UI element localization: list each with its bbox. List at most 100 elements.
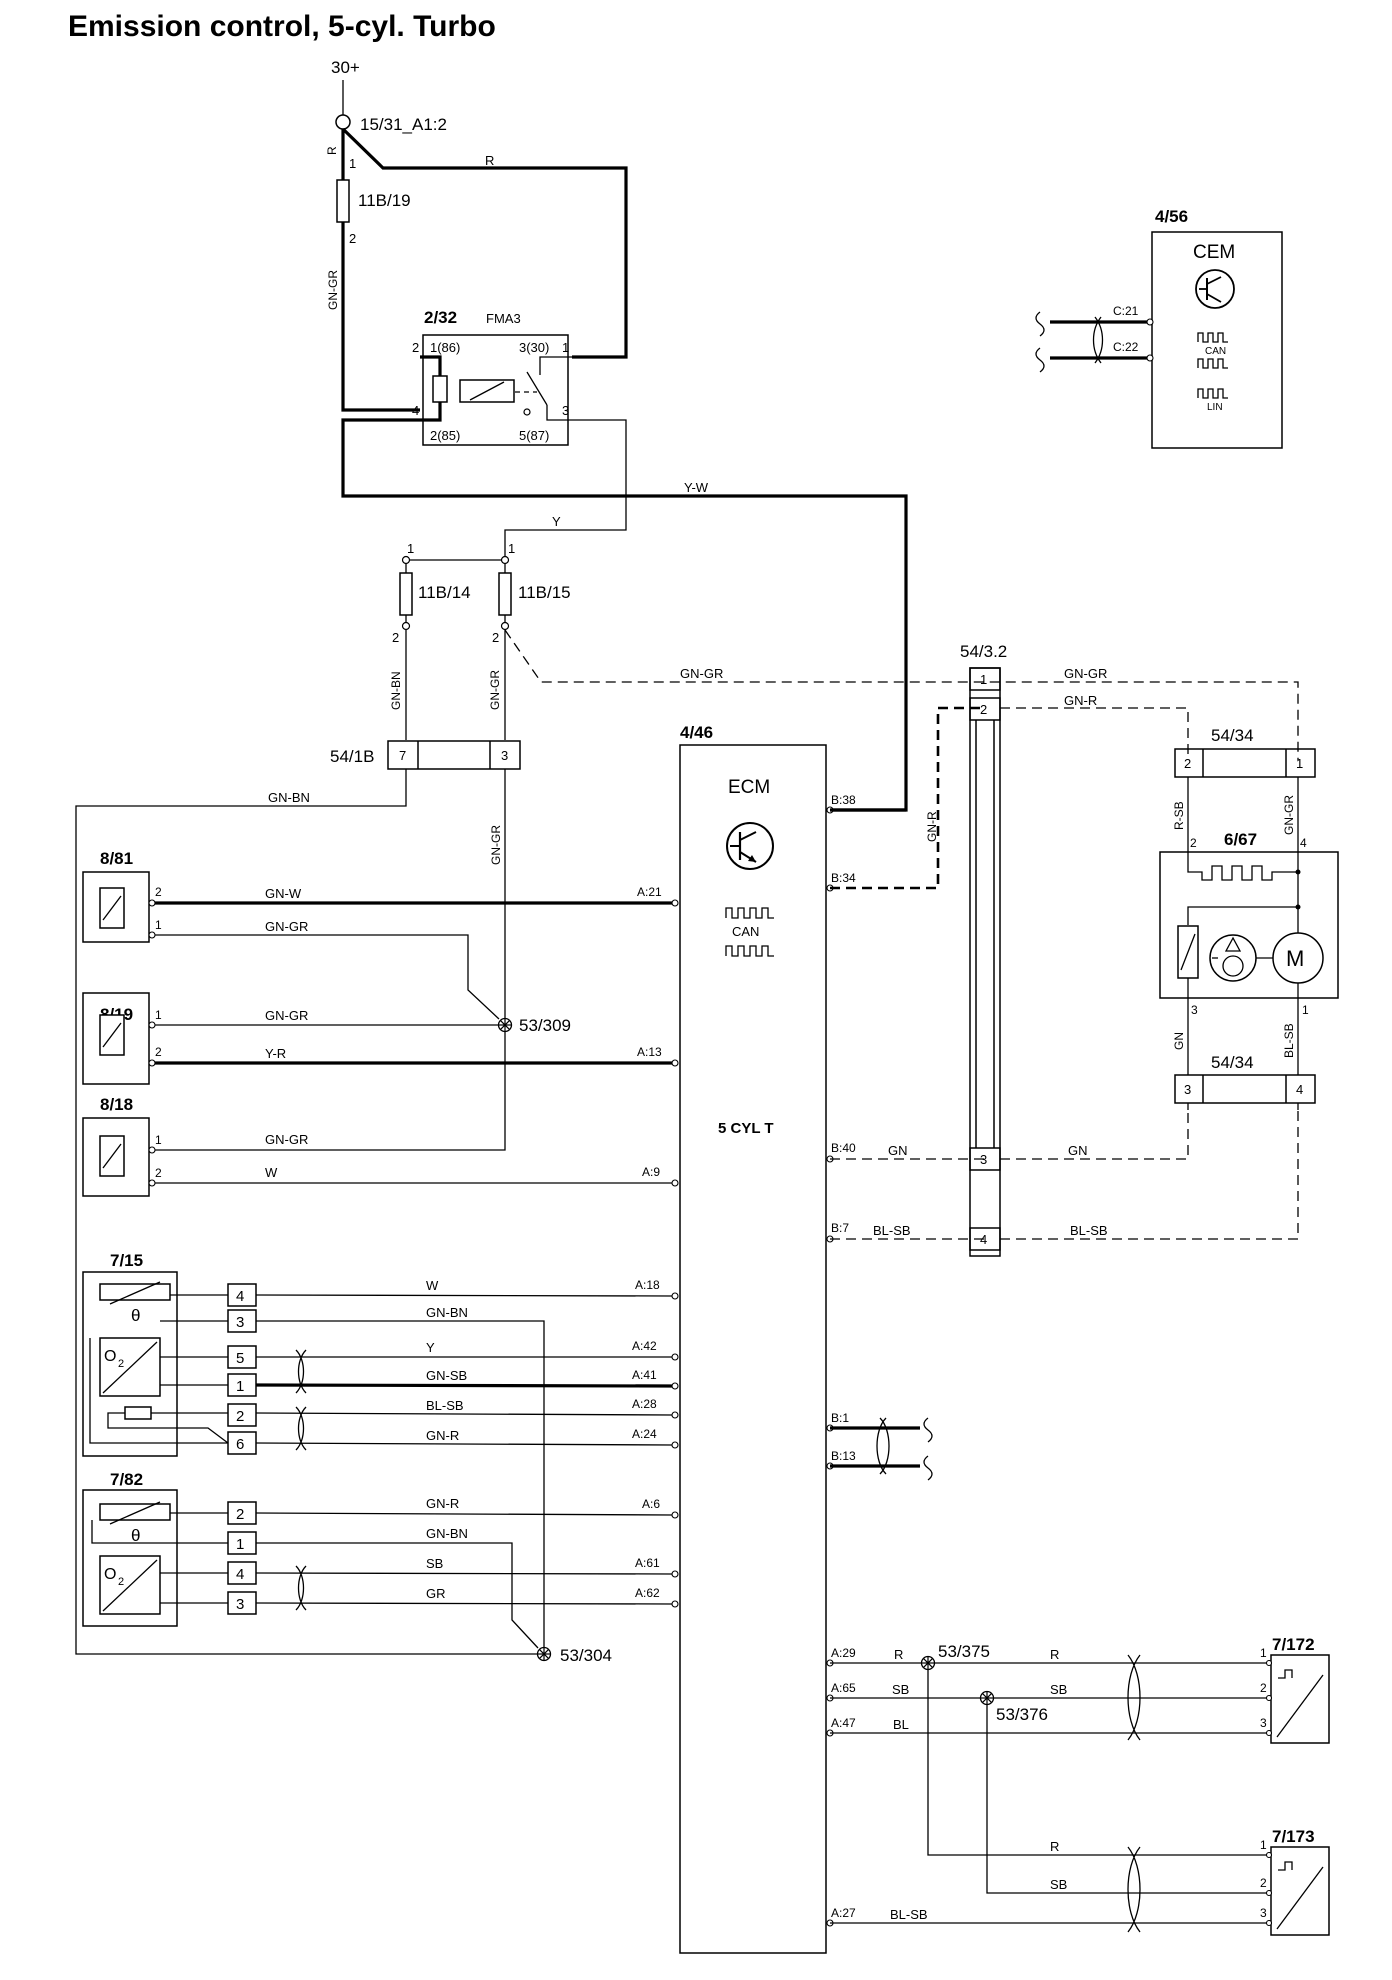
splice-53-309 — [497, 1017, 513, 1033]
wire-label: GR — [426, 1586, 446, 1601]
pin-label: 1 — [508, 541, 515, 556]
wire-label: GN-R — [426, 1496, 459, 1511]
wire-label: BL-SB — [1282, 1023, 1296, 1058]
pin-label: 1 — [155, 1133, 162, 1147]
pin-label: 2 — [155, 1166, 162, 1180]
o2-symbol: O — [104, 1348, 116, 1365]
wire-label: SB — [1050, 1877, 1067, 1892]
sensor-7-82 — [82, 1489, 178, 1627]
cem-bus-icon — [1197, 332, 1228, 399]
wire-label: GN-GR — [326, 270, 340, 310]
transistor-icon — [726, 822, 774, 870]
pin-label: 4 — [980, 1232, 987, 1247]
wire-label: SB — [892, 1682, 909, 1697]
wire-label: GN-SB — [426, 1368, 467, 1383]
motor-label: M — [1286, 946, 1304, 971]
ecm-pin: A:6 — [642, 1497, 660, 1511]
wire-label: GN-BN — [268, 790, 310, 805]
wire-label: R-SB — [1172, 801, 1186, 830]
wire-label: GN-GR — [265, 1008, 308, 1023]
pin-label: 2 — [155, 1045, 162, 1059]
connector-54-34-top — [1174, 748, 1316, 778]
pin-label: 2 — [492, 630, 499, 645]
fuse-label: 11B/14 — [418, 583, 471, 602]
wire-label: GN — [888, 1143, 908, 1158]
connector-54-1b — [387, 740, 521, 770]
o2-symbol: O — [104, 1566, 116, 1583]
ecm-bus-label: CAN — [732, 924, 759, 939]
connector-54-3-2 — [969, 667, 1001, 1257]
cem-id: 4/56 — [1155, 207, 1188, 226]
wire-label: GN-GR — [1282, 795, 1296, 835]
splice-53-304 — [536, 1646, 552, 1662]
relay-pin: 3(30) — [519, 340, 549, 355]
pin-label: 2 — [236, 1408, 244, 1425]
splice-label: 53/309 — [519, 1016, 571, 1035]
can-bus-icon — [725, 907, 774, 957]
fuse-11b-19 — [336, 179, 350, 223]
wire-label: Y-R — [265, 1046, 286, 1061]
wire-label: GN-GR — [1064, 666, 1107, 681]
splice-label: 53/304 — [560, 1646, 612, 1665]
wire-label: BL-SB — [873, 1223, 911, 1238]
pin-label: 4 — [1300, 836, 1307, 850]
wire-label: GN-R — [925, 811, 939, 842]
pin-label: 3 — [501, 748, 508, 763]
wire-label: GN — [1172, 1032, 1186, 1050]
sensor-8-18 — [82, 1117, 150, 1197]
cem-transistor-icon — [1195, 269, 1235, 309]
pin-label: 4 — [412, 403, 419, 418]
fuse-11b-14 — [399, 572, 413, 616]
relay-box — [422, 334, 569, 446]
sensor-7-15 — [82, 1271, 178, 1457]
pin-label: 2 — [1260, 1681, 1267, 1695]
pin-label: 6 — [236, 1436, 244, 1453]
wire-label: R — [485, 153, 494, 168]
connector-label: 54/1B — [330, 747, 374, 766]
ecm-pin: A:24 — [632, 1427, 657, 1441]
wire-label: GN-R — [426, 1428, 459, 1443]
pin-label: 1 — [407, 541, 414, 556]
connector-label: 54/34 — [1211, 1053, 1254, 1072]
sensor-id: 7/82 — [110, 1470, 143, 1489]
ecm-pin: A:29 — [831, 1646, 856, 1660]
supply-node — [335, 114, 351, 130]
ecm-pin: A:65 — [831, 1681, 856, 1695]
wire-label: GN-R — [1064, 693, 1097, 708]
connector-54-34-bottom — [1174, 1074, 1316, 1104]
wire-label: Y — [426, 1340, 435, 1355]
pin-label: 3 — [1260, 1906, 1267, 1920]
pin-label: 2 — [236, 1506, 244, 1523]
splice-label: 53/376 — [996, 1705, 1048, 1724]
ecm-pin: B:1 — [831, 1411, 849, 1425]
sensor-8-19 — [82, 992, 150, 1085]
pin-label: 1 — [1260, 1838, 1267, 1852]
pin-label: 1 — [562, 340, 569, 355]
pin-label: 4 — [236, 1288, 244, 1305]
pin-label: 1 — [349, 156, 356, 171]
relay-pin: 5(87) — [519, 428, 549, 443]
wire-label: SB — [426, 1556, 443, 1571]
o2-subscript: 2 — [118, 1576, 124, 1588]
pin-label: 1 — [236, 1536, 244, 1553]
pin-label: 7 — [399, 748, 406, 763]
ecm-pin: B:7 — [831, 1221, 849, 1235]
pin-label: 2 — [1260, 1876, 1267, 1890]
wire-label: GN-BN — [389, 671, 403, 710]
wire-label: GN-BN — [426, 1305, 468, 1320]
wire-label: GN-GR — [265, 1132, 308, 1147]
ecm-pin: A:47 — [831, 1716, 856, 1730]
wire-label: GN-GR — [265, 919, 308, 934]
o2-subscript: 2 — [118, 1358, 124, 1370]
pin-label: 3 — [980, 1152, 987, 1167]
pin-label: 1 — [155, 918, 162, 932]
ecm-pin: A:13 — [637, 1045, 662, 1059]
pin-label: 1 — [1260, 1646, 1267, 1660]
cem-name: CEM — [1193, 242, 1235, 263]
fuse-label: 11B/15 — [518, 583, 571, 602]
splice-53-375 — [920, 1655, 936, 1671]
cem-pin: C:22 — [1113, 340, 1139, 354]
relay-name: FMA3 — [486, 311, 521, 326]
ecm-pin: B:13 — [831, 1449, 856, 1463]
relay-pin: 1(86) — [430, 340, 460, 355]
